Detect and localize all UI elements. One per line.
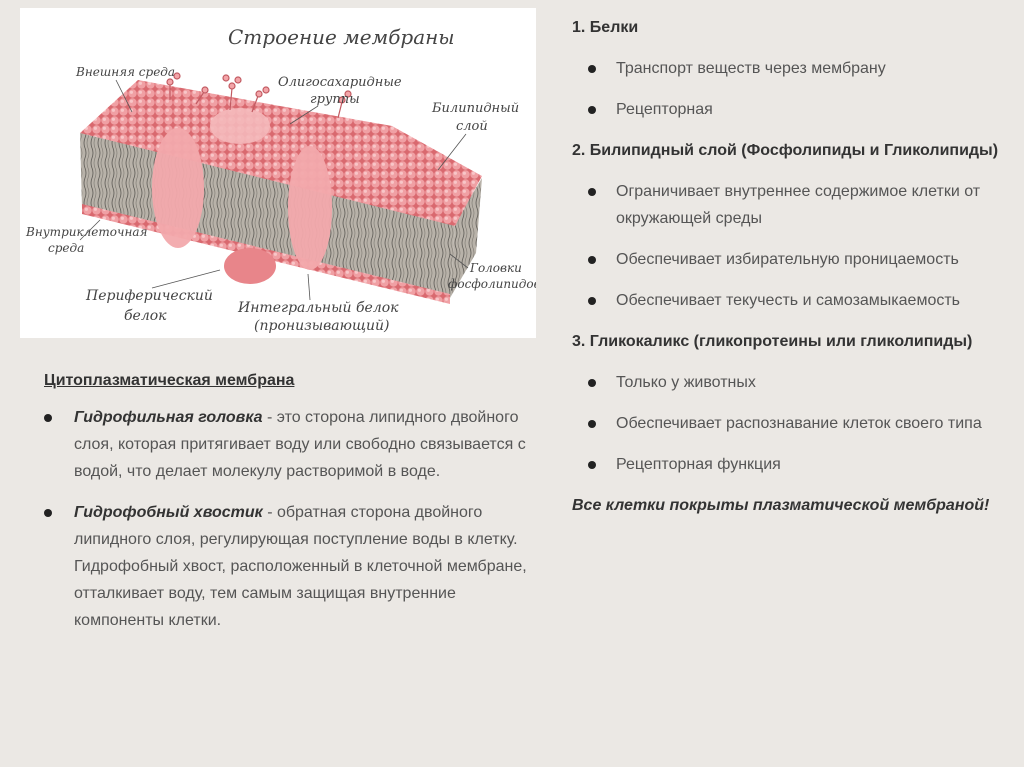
list-item: Только у животных [572,369,1012,396]
right-text-block: 1. Белки Транспорт веществ через мембран… [572,14,1012,519]
peripheral-protein [224,248,276,284]
final-statement: Все клетки покрыты плазматической мембра… [572,497,990,514]
list-item: Обеспечивает распознавание клеток своего… [572,410,1012,437]
bullet-text: - обратная сторона двойного липидного сл… [74,504,527,629]
bullet-term: Гидрофобный хвостик [74,504,263,521]
bullet-icon [588,106,596,114]
bullet-item: Гидрофильная головка - это сторона липид… [44,404,534,485]
label-heads-1: Головки [469,261,522,275]
label-inner-1: Внутриклеточная [25,225,148,239]
list-item-text: Обеспечивает текучесть и самозамыкаемост… [616,292,961,309]
list-item-text: Обеспечивает избирательную проницаемость [616,251,959,268]
label-peripheral-1: Периферический [85,288,213,304]
oligosaccharide-groups [166,72,352,119]
label-inner-2: среда [48,241,84,255]
pointer-lines [79,79,469,301]
list-item-text: Рецепторная функция [616,456,781,473]
bullet-icon [588,297,596,305]
left-text-block: Цитоплазматическая мембрана Гидрофильная… [44,372,534,648]
bullet-icon [44,509,52,517]
list-item-text: Обеспечивает распознавание клеток своего… [616,415,982,432]
list-item-text: Рецепторная [616,101,713,118]
bullet-icon [588,461,596,469]
bullet-term: Гидрофильная головка [74,409,263,426]
label-integral-2: (пронизывающий) [254,318,389,334]
section-title: 2. Билипидный слой (Фосфолипиды и Гликол… [572,142,999,159]
integral-protein [152,128,204,248]
bullet-icon [588,65,596,73]
label-oligo-1: Олигосахаридные [278,75,402,90]
label-outer: Внешняя среда [75,65,175,79]
section-title: 3. Гликокаликс (гликопротеины или гликол… [572,333,973,350]
list-item: Обеспечивает текучесть и самозамыкаемост… [572,287,1012,314]
label-peripheral-2: белок [124,308,167,324]
label-bilipid-1: Билипидный [431,101,519,116]
list-item-text: Ограничивает внутреннее содержимое клетк… [616,183,981,227]
bullet-text: - это сторона липидного двойного слоя, к… [74,409,526,480]
list-item-text: Транспорт веществ через мембрану [616,60,886,77]
label-oligo-2: группы [310,92,360,107]
list-item: Рецепторная функция [572,451,1012,478]
left-heading: Цитоплазматическая мембрана [44,372,295,389]
list-item: Ограничивает внутреннее содержимое клетк… [572,178,1012,232]
bullet-icon [588,379,596,387]
membrane-diagram: Строение мембраны [25,25,536,334]
tails-side-face [450,178,482,298]
list-item: Обеспечивает избирательную проницаемость [572,246,1012,273]
top-heads-surface [80,80,482,226]
integral-protein [288,146,332,270]
section-title: 1. Белки [572,19,639,36]
label-bilipid-2: слой [456,119,488,134]
label-integral-1: Интегральный белок [237,300,399,316]
membrane-figure: Строение мембраны [20,8,536,338]
label-heads-2: фосфолипидов [448,277,536,291]
bullet-icon [588,420,596,428]
bullet-item: Гидрофобный хвостик - обратная сторона д… [44,499,534,634]
list-item: Транспорт веществ через мембрану [572,55,1012,82]
list-item: Рецепторная [572,96,1012,123]
bullet-icon [588,256,596,264]
surface-protein [210,108,270,144]
bullet-icon [44,414,52,422]
figure-title: Строение мембраны [228,25,455,49]
list-item-text: Только у животных [616,374,756,391]
bullet-icon [588,188,596,196]
